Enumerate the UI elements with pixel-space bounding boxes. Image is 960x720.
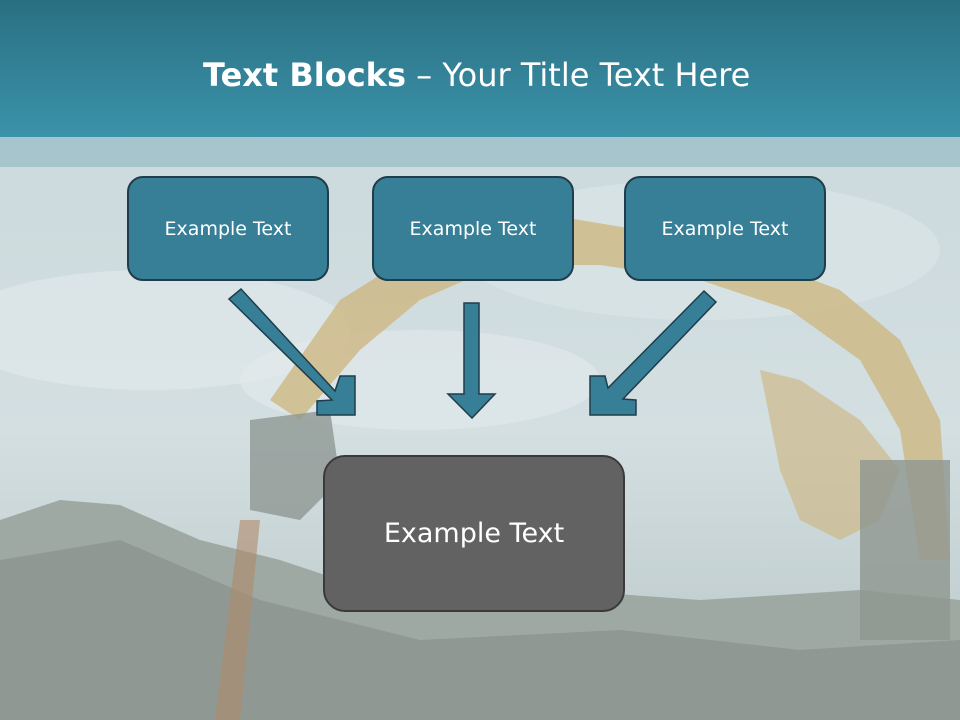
title-separator: – [406, 56, 443, 94]
arrow-center [446, 302, 497, 420]
text-block-3[interactable]: Example Text [624, 176, 826, 281]
slide-title: Text Blocks – Your Title Text Here [203, 52, 750, 98]
text-block-2[interactable]: Example Text [372, 176, 574, 281]
title-rest: Your Title Text Here [442, 56, 751, 94]
header-strip [0, 137, 960, 167]
arrow-right [589, 289, 718, 416]
title-bar [0, 0, 960, 137]
title-bold: Text Blocks [203, 56, 406, 94]
text-block-1[interactable]: Example Text [127, 176, 329, 281]
main-text-block[interactable]: Example Text [323, 455, 625, 612]
arrow-left [227, 287, 356, 416]
